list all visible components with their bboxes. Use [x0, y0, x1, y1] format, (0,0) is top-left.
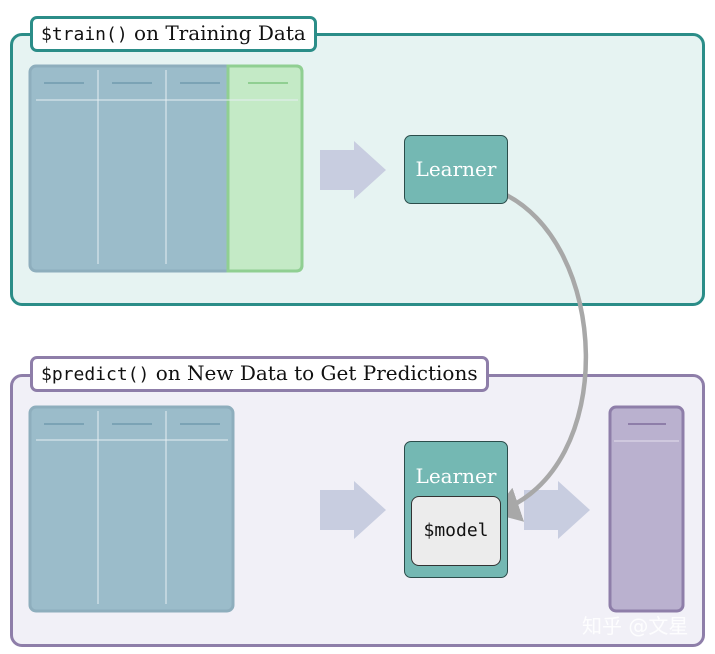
model-label: $model [423, 520, 489, 541]
new-data-table [28, 405, 235, 613]
prediction-column [608, 405, 685, 613]
model-box: $model [411, 496, 501, 566]
train-arrow [320, 141, 386, 199]
predict-method: $predict() [41, 364, 150, 385]
model-transfer-curve [492, 189, 589, 522]
learner-predict-box: Learner $model [404, 441, 508, 578]
predict-arrow-in [320, 481, 386, 539]
train-method: $train() [41, 24, 128, 45]
learner-predict-label: Learner [415, 464, 497, 488]
learner-train-box: Learner [404, 135, 508, 204]
learner-train-label: Learner [415, 157, 497, 181]
predict-panel-title: $predict() on New Data to Get Prediction… [30, 356, 489, 392]
train-panel-title: $train() on Training Data [30, 16, 317, 52]
predict-arrow-out [524, 481, 590, 539]
predict-title-text: on New Data to Get Predictions [149, 361, 478, 385]
train-title-text: on Training Data [127, 21, 306, 45]
target-column [226, 64, 304, 273]
training-data-table [28, 64, 304, 273]
watermark: 知乎 @文星 [582, 614, 689, 638]
